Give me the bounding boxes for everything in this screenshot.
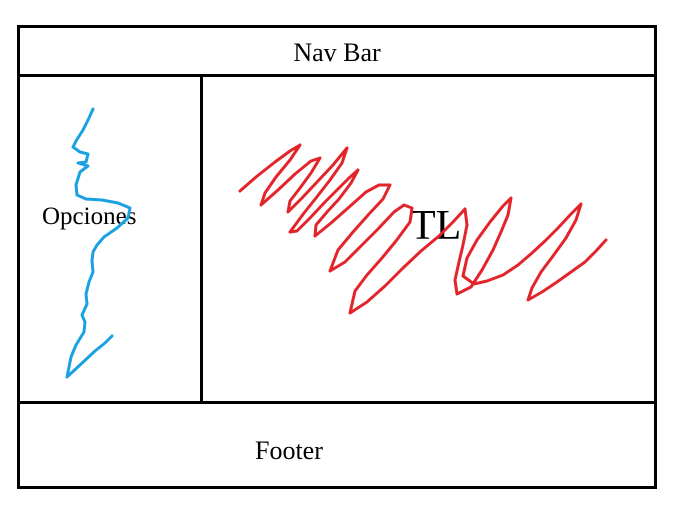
sidebar-label: Opciones xyxy=(42,203,137,230)
footer-box: Footer xyxy=(17,401,657,489)
footer-label: Footer xyxy=(255,436,323,465)
nav-bar-box: Nav Bar xyxy=(17,25,657,77)
main-content-label: TL xyxy=(410,203,462,249)
nav-bar-label: Nav Bar xyxy=(293,38,381,67)
sidebar-box: Opciones xyxy=(17,74,203,404)
main-content-box: TL xyxy=(200,74,657,404)
